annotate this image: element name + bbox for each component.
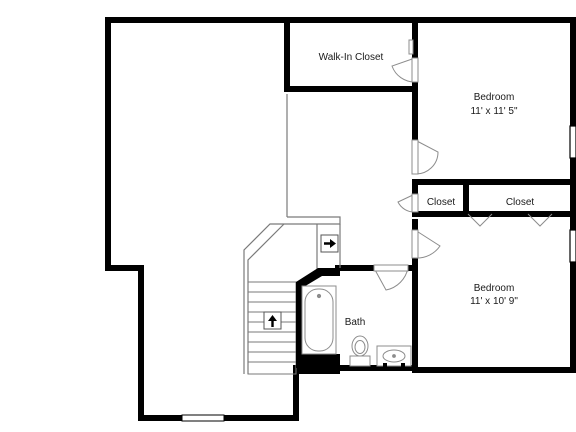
bathtub-icon: [301, 285, 337, 355]
room-label-bath: Bath: [345, 317, 366, 328]
sink-icon: [376, 345, 412, 367]
room-label-closet-right: Closet: [506, 197, 535, 208]
room-label-bedroom-2: Bedroom: [474, 283, 515, 294]
arrow-up-icon: [263, 311, 282, 330]
door-swings: [373, 57, 553, 291]
room-label-walk-in-closet: Walk-In Closet: [319, 52, 384, 63]
room-dimensions-bedroom-2: 11' x 10' 9": [470, 296, 518, 307]
door-jambs: [373, 39, 419, 272]
room-label-bedroom-1: Bedroom: [474, 92, 515, 103]
room-dimensions-bedroom-1: 11' x 11' 5": [470, 106, 517, 117]
door-opening: [181, 414, 225, 422]
walls: [105, 17, 576, 421]
room-label-closet-left: Closet: [427, 197, 456, 208]
window-icon: [569, 125, 576, 263]
arrow-right-icon: [320, 234, 339, 253]
toilet-icon: [349, 335, 371, 367]
stair-wall-block: [296, 268, 340, 374]
